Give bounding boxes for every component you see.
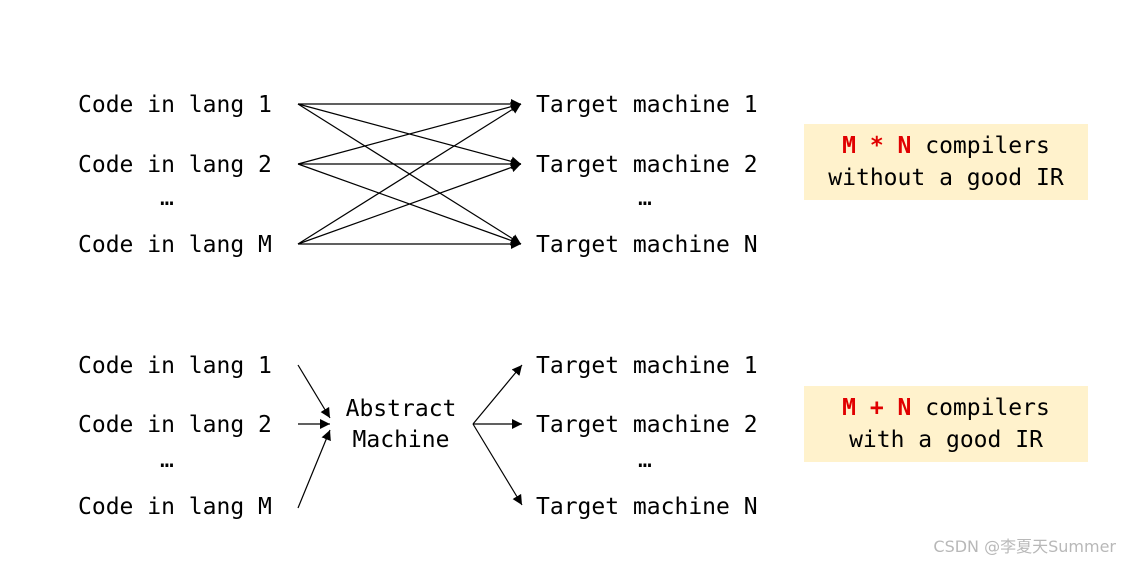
top-arrows [297, 99, 522, 249]
bottom-target-ellipsis: … [638, 447, 652, 473]
top-target-n: Target machine N [536, 232, 758, 258]
bottom-target-1: Target machine 1 [536, 353, 758, 379]
abstract-machine-line2: Machine [353, 427, 450, 453]
bottom-arrows [297, 364, 523, 509]
bottom-source-2: Code in lang 2 [78, 412, 272, 438]
arrow-srcm-abstract [297, 429, 331, 509]
callout-with-ir: M + N compilers with a good IR [804, 386, 1088, 462]
top-source-1: Code in lang 1 [78, 92, 272, 118]
top-target-2: Target machine 2 [536, 152, 758, 178]
callout-without-ir-line2: without a good IR [828, 165, 1064, 191]
callout-mpn-rest: compilers [911, 395, 1050, 421]
abstract-machine-line1: Abstract [346, 396, 457, 422]
arrow-abstract-tgt1 [472, 364, 523, 425]
arrow-m-1 [297, 103, 522, 245]
callout-mpn-highlight: M + N [842, 395, 912, 421]
bottom-target-n: Target machine N [536, 494, 758, 520]
top-section: Code in lang 1 Code in lang 2 … Code in … [78, 92, 758, 258]
top-target-1: Target machine 1 [536, 92, 758, 118]
top-source-2: Code in lang 2 [78, 152, 272, 178]
bottom-source-m: Code in lang M [78, 494, 272, 520]
callout-mn-highlight: M * N [842, 133, 912, 159]
bottom-section: Code in lang 1 Code in lang 2 … Code in … [78, 353, 758, 520]
callout-with-ir-line1: M + N compilers [842, 392, 1050, 424]
bottom-source-ellipsis: … [160, 447, 174, 473]
arrow-src1-abstract [297, 364, 331, 419]
callout-without-ir: M * N compilers without a good IR [804, 124, 1088, 200]
callout-without-ir-line1: M * N compilers [842, 130, 1050, 162]
watermark: CSDN @李夏天Summer [933, 537, 1116, 556]
callout-mn-rest: compilers [911, 133, 1050, 159]
bottom-source-1: Code in lang 1 [78, 353, 272, 379]
top-source-ellipsis: … [160, 185, 174, 211]
bottom-target-2: Target machine 2 [536, 412, 758, 438]
arrow-abstract-tgtn [472, 423, 523, 506]
top-target-ellipsis: … [638, 185, 652, 211]
arrow-m-2 [297, 162, 522, 245]
callout-with-ir-line2: with a good IR [849, 427, 1043, 453]
arrow-2-1 [297, 101, 522, 165]
top-source-m: Code in lang M [78, 232, 272, 258]
